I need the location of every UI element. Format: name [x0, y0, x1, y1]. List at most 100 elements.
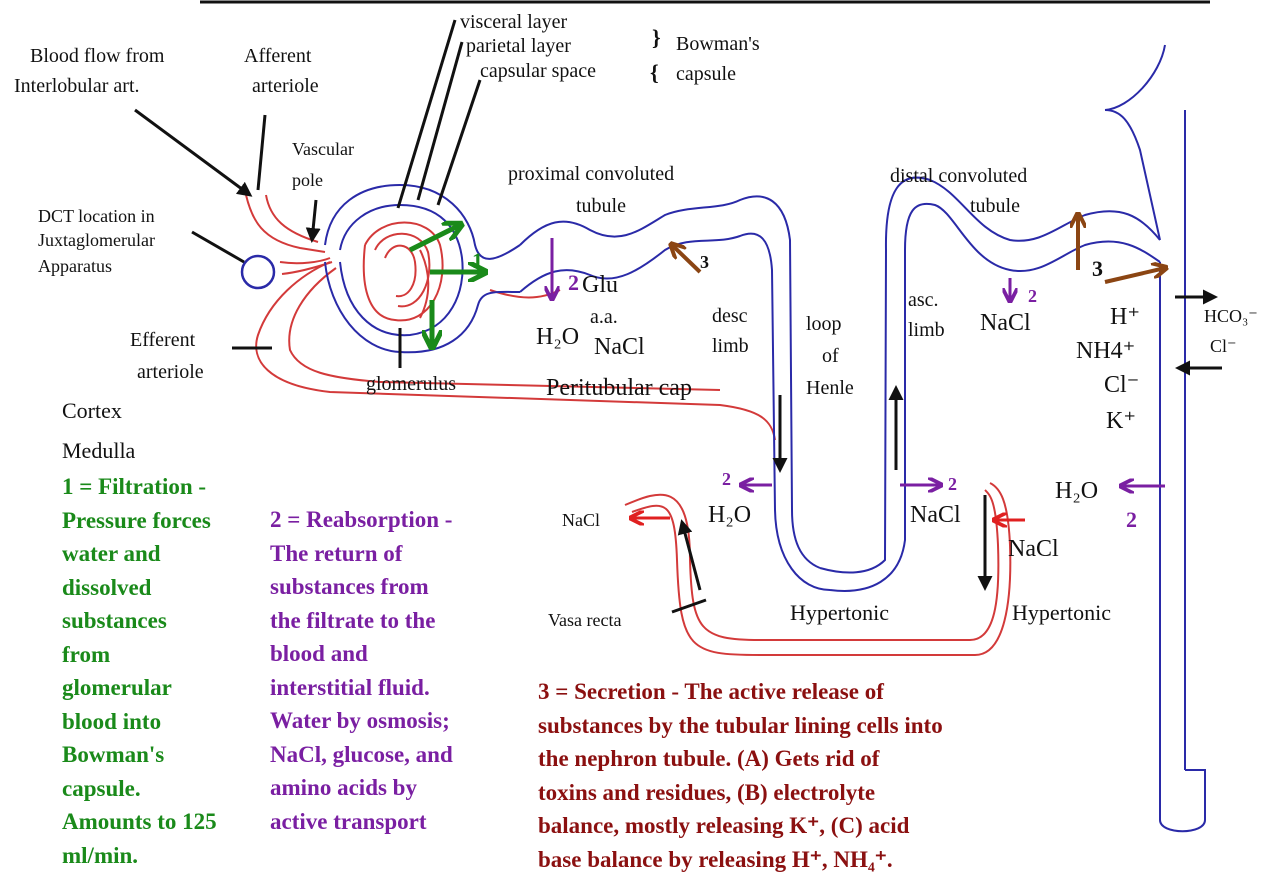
secretion-note-line: base balance by releasing H⁺, NH₄⁺.	[538, 843, 943, 877]
loop-henle-label-3: Henle	[806, 377, 854, 399]
pointer-capsular	[438, 80, 480, 205]
secretion-arrow-dct-right	[1105, 268, 1165, 282]
reabsorption-note-line: NaCl, glucose, and	[270, 738, 453, 772]
efferent-label-2: arteriole	[137, 361, 204, 383]
num-2-asc: 2	[948, 474, 957, 494]
filtration-note: 1 = Filtration - Pressure forces water a…	[62, 470, 217, 872]
capsular-space-label: capsular space	[480, 60, 596, 82]
desc-limb-label-2: limb	[712, 335, 749, 357]
reabsorption-note-line: amino acids by	[270, 771, 453, 805]
cortex-label: Cortex	[62, 398, 122, 423]
dct-upper	[886, 178, 1160, 250]
h2o-cd-label: H₂O	[1055, 478, 1098, 504]
reabsorption-note-line: substances from	[270, 570, 453, 604]
nacl-asc-label: NaCl	[910, 502, 961, 528]
aa-label: a.a.	[590, 306, 618, 328]
filtration-note-line: glomerular	[62, 671, 217, 705]
reabsorption-note: 2 = Reabsorption - The return of substan…	[270, 503, 453, 838]
reabsorption-note-line: The return of	[270, 537, 453, 571]
bowmans-capsule-label-2: capsule	[676, 63, 736, 85]
pointer-vasa-recta	[672, 600, 706, 612]
glomerulus-label: glomerulus	[366, 373, 456, 395]
filtration-note-line: water and	[62, 537, 217, 571]
reabsorption-note-line: the filtrate to the	[270, 604, 453, 638]
loop-henle-label-1: loop	[806, 313, 842, 335]
dct-label-2: tubule	[970, 195, 1020, 217]
num-2-desc: 2	[722, 469, 731, 489]
num-2-cd: 2	[1126, 507, 1137, 532]
desc-limb-label-1: desc	[712, 305, 748, 327]
loop-of-henle-outer	[830, 250, 905, 591]
dct-location-label-3: Apparatus	[38, 256, 112, 276]
loop-henle-label-2: of	[822, 345, 839, 367]
filtration-note-line: ml/min.	[62, 839, 217, 873]
pct-label-1: proximal convoluted	[508, 163, 674, 185]
bowman-brace-bottom: {	[650, 60, 659, 85]
ion-cl-label: Cl⁻	[1104, 372, 1139, 398]
nacl-dct-label: NaCl	[980, 310, 1031, 336]
pointer-dct-location	[192, 232, 244, 262]
collecting-duct-left	[1105, 110, 1160, 770]
pointer-blood-flow	[135, 110, 250, 195]
num-1-glomerulus: 1	[472, 248, 483, 273]
dct-location-label-2: Juxtaglomerular	[38, 230, 155, 250]
secretion-arrow-pct	[672, 245, 700, 272]
filtration-note-line: blood into	[62, 705, 217, 739]
hypertonic-label-2: Hypertonic	[1012, 600, 1111, 625]
secretion-note-line: 3 = Secretion - The active release of	[538, 675, 943, 709]
efferent-label-1: Efferent	[130, 329, 196, 351]
secretion-note: 3 = Secretion - The active release of su…	[538, 675, 943, 876]
nacl-vasa-right-label: NaCl	[1008, 536, 1059, 562]
visceral-layer-label: visceral layer	[460, 11, 567, 33]
peritubular-label: Peritubular cap	[546, 375, 692, 401]
blood-flow-label-2: Interlobular art.	[14, 75, 140, 97]
medulla-label: Medulla	[62, 438, 136, 463]
num-2-dct: 2	[1028, 286, 1037, 306]
filtration-note-line: dissolved	[62, 571, 217, 605]
nacl-pct-label: NaCl	[594, 334, 645, 360]
jga-vessel	[280, 258, 330, 263]
reabsorption-note-line: active transport	[270, 805, 453, 839]
asc-limb-label-1: asc.	[908, 289, 939, 311]
glomerulus-capillary-3	[385, 246, 416, 297]
pct-label-2: tubule	[576, 195, 626, 217]
filtration-note-line: substances	[62, 604, 217, 638]
nacl-red-arrows	[632, 518, 1025, 520]
ion-h-label: H⁺	[1110, 304, 1140, 330]
loop-of-henle	[820, 250, 886, 573]
pointer-afferent	[258, 115, 265, 190]
hco3-label: HCO₃⁻	[1204, 306, 1258, 326]
ion-nh4-label: NH4⁺	[1076, 338, 1135, 364]
filtration-note-line: from	[62, 638, 217, 672]
vascular-pole-label-1: Vascular	[292, 139, 354, 159]
hypertonic-label-1: Hypertonic	[790, 600, 889, 625]
filtration-note-line: Amounts to 125	[62, 805, 217, 839]
h2o-pct-label: H₂O	[536, 324, 579, 350]
reabsorption-note-line: blood and	[270, 637, 453, 671]
afferent-label-2: arteriole	[252, 75, 319, 97]
reabsorption-note-line: Water by osmosis;	[270, 704, 453, 738]
dct-label-1: distal convoluted	[890, 165, 1027, 187]
dct-location-label-1: DCT location in	[38, 206, 155, 226]
afferent-arteriole-inner	[266, 195, 318, 242]
pointer-vascular-pole	[312, 200, 316, 240]
secretion-note-line: balance, mostly releasing K⁺, (C) acid	[538, 809, 943, 843]
filtration-note-line: capsule.	[62, 772, 217, 806]
collecting-duct-top	[1105, 45, 1165, 110]
filtration-note-line: Pressure forces	[62, 504, 217, 538]
bowman-brace-top: }	[652, 25, 661, 50]
jga-circle	[242, 256, 274, 288]
vascular-pole-label-2: pole	[292, 170, 323, 190]
reabsorption-note-line: 2 = Reabsorption -	[270, 503, 453, 537]
ion-k-label: K⁺	[1106, 408, 1136, 434]
collecting-duct-bottom	[1160, 770, 1205, 831]
asc-limb-label-2: limb	[908, 319, 945, 341]
reabsorption-arrows	[552, 238, 1165, 486]
dct-lower	[905, 204, 1160, 271]
filtration-note-line: 1 = Filtration -	[62, 470, 217, 504]
secretion-note-line: substances by the tubular lining cells i…	[538, 709, 943, 743]
num-2-pct: 2	[568, 270, 579, 295]
num-3-pct: 3	[700, 252, 709, 272]
secretion-note-line: toxins and residues, (B) electrolyte	[538, 776, 943, 810]
